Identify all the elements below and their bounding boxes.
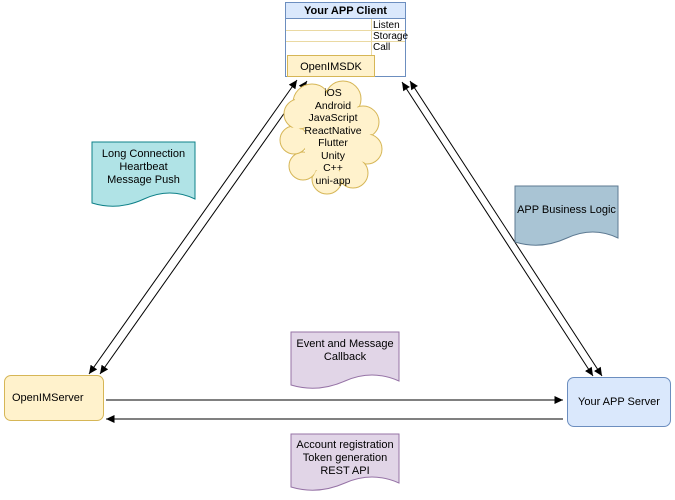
client-interface-label: Call [373,42,391,53]
note-line: Account registration [296,439,394,451]
app-client-node: Your APP Client Listen Storage Call Open… [285,2,408,77]
platform-label: iOS [324,87,342,99]
platform-label: C++ [323,162,343,174]
appserver-label: Your APP Server [578,396,660,408]
note-rest-api-shape [290,433,400,491]
platform-label: ReactNative [304,124,362,137]
platform-label: Unity [321,149,345,162]
platform-label: Flutter [318,137,348,149]
note-line: Callback [323,351,367,363]
note-long-connection-shape [91,141,196,207]
note-line: Long Connection [101,148,186,160]
client-row-divider [286,41,405,42]
note-line: Heartbeat [119,161,168,173]
platform-label: JavaScript [308,112,358,124]
note-business-logic-shape [514,185,619,246]
client-column-divider [371,19,372,55]
note-business-logic: APP Business Logic [515,204,618,217]
edge-openimserver-openimsdk-1 [88,79,298,375]
client-interface-label: Storage [373,31,409,42]
note-line: APP Business Logic [517,204,616,216]
platform-label: uni-app [315,174,351,187]
platform-label: Android [314,99,352,112]
openimsdk-node: OpenIMSDK [287,55,375,77]
note-line: Event and Message [296,338,394,350]
app-client-title: Your APP Client [286,3,405,19]
note-line: REST API [320,465,370,477]
edge-openimserver-openimsdk-2 [99,80,308,375]
client-interface-label: Listen [373,20,400,31]
edge-appserver-appclient-2 [401,81,594,377]
note-callback: Event and Message Callback [291,338,399,364]
note-rest-api: Account registration Token generation RE… [291,439,399,478]
openimserver-node: OpenIMServer [4,375,104,421]
note-callback-shape [290,331,400,389]
client-interfaces: Listen Storage Call [373,20,408,53]
note-long-connection: Long Connection Heartbeat Message Push [92,148,195,187]
platform-cloud-shape [279,80,383,195]
note-line: Message Push [107,174,180,186]
openimserver-label: OpenIMServer [12,392,84,404]
client-row-divider [286,30,405,31]
platform-cloud-labels: iOS Android JavaScript ReactNative Flutt… [284,87,382,187]
appserver-node: Your APP Server [567,377,671,427]
note-line: Token generation [302,452,388,464]
